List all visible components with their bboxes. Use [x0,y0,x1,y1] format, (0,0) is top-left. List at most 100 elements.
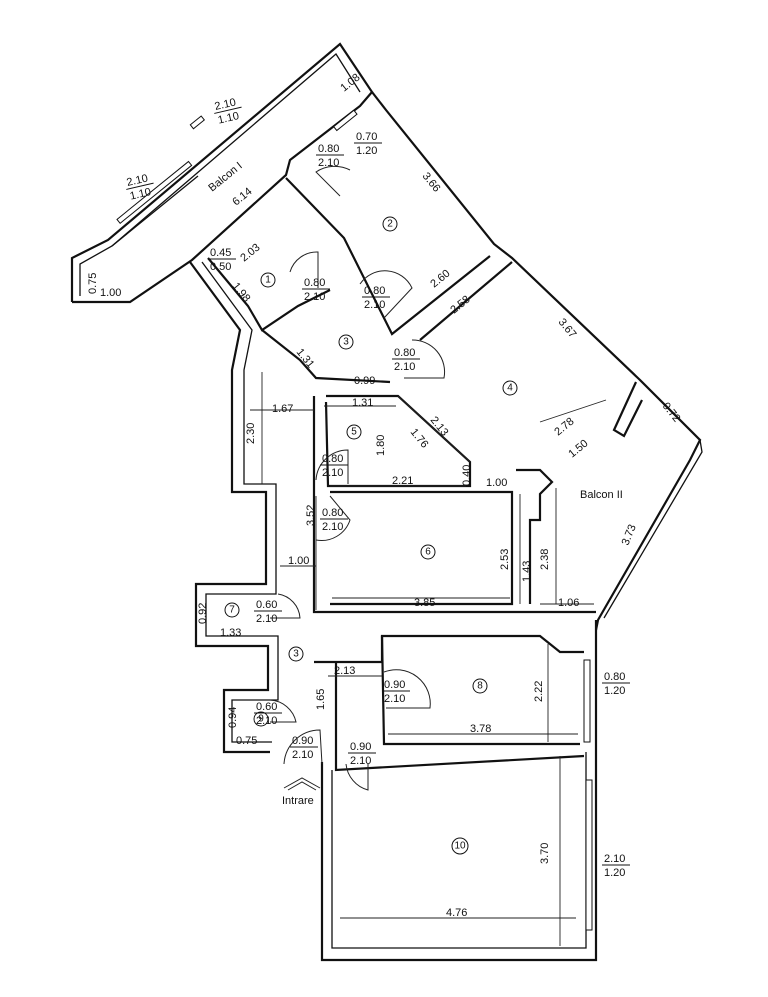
dim-1-31: 1.31 [352,397,373,409]
room-2-marker: 2 [382,216,398,232]
dim-3-70: 3.70 [539,843,551,864]
dim-1-50: 1.50 [566,438,590,461]
svg-text:0.90: 0.90 [384,679,405,691]
dim-2-53: 2.53 [499,549,511,570]
left-outline [189,261,270,754]
balcon-1-label: Balcon I [206,160,244,194]
svg-text:1.10: 1.10 [129,186,153,203]
opening-entrance-door: 0.90 2.10 [290,735,318,761]
dim-2-78: 2.78 [552,416,576,439]
dim-3-73: 3.73 [620,523,639,547]
dim-1-00-hall: 1.00 [288,555,309,567]
intrare-label: Intrare [282,795,314,807]
dim-1-76: 1.76 [408,426,431,450]
svg-text:0.80: 0.80 [322,507,343,519]
svg-text:2.10: 2.10 [322,467,343,479]
dim-2-38: 2.38 [539,549,551,570]
room-9-marker: 9 [253,711,269,727]
room-10-marker: 10 [451,837,469,855]
room-5-marker: 5 [346,424,362,440]
room-4-number: 4 [507,383,513,394]
svg-text:2.10: 2.10 [126,172,150,189]
room-3b-marker: 3 [288,646,304,662]
svg-text:0.60: 0.60 [256,599,277,611]
opening-door-room-1: 0.80 2.10 [302,277,330,303]
opening-balcon-1-left: 2.10 1.10 [126,172,154,203]
door-room-2b [359,270,413,319]
room-8-marker: 8 [472,678,488,694]
opening-door-room-9: 0.60 2.10 [254,701,282,727]
entrance-arrow [283,777,321,789]
room-8-number: 8 [477,681,483,692]
dim-2-60: 2.60 [428,268,452,291]
room-5-number: 5 [351,427,357,438]
opening-door-room-8: 0.90 2.10 [382,679,410,705]
dim-6-14: 6.14 [230,186,254,209]
opening-door-room-10: 0.90 2.10 [348,741,376,767]
svg-text:0.80: 0.80 [604,671,625,683]
opening-window-room-2: 0.70 1.20 [354,131,382,157]
room-7-number: 7 [229,605,235,616]
room-4-marker: 4 [502,380,518,396]
dim-0-40: 0.40 [461,465,473,486]
svg-text:2.10: 2.10 [256,715,277,727]
dim-2-03: 2.03 [238,242,262,265]
dim-1-43: 1.43 [521,561,533,582]
dim-2-21: 2.21 [392,475,413,487]
dim-1-00: 1.00 [100,287,121,299]
opening-window-room-8: 0.80 1.20 [602,671,630,697]
dim-1-06: 1.06 [558,597,579,609]
svg-text:2.10: 2.10 [292,749,313,761]
dim-4-76: 4.76 [446,907,467,919]
svg-text:0.80: 0.80 [322,453,343,465]
dim-3-52: 3.52 [305,505,317,526]
dim-2-30: 2.30 [245,423,257,444]
svg-text:2.10: 2.10 [214,96,238,113]
svg-text:2.10: 2.10 [318,157,339,169]
dim-0-72: 0.72 [660,400,683,424]
room-3b-number: 3 [293,649,299,660]
balcon-1-outline [70,42,374,304]
svg-text:0.70: 0.70 [356,131,377,143]
svg-text:0.80: 0.80 [364,285,385,297]
dim-1-00-b6: 1.00 [486,477,507,489]
room-10-number: 10 [454,841,466,852]
upper-outline [371,91,702,631]
svg-text:2.10: 2.10 [350,755,371,767]
dimension-lines [250,372,607,946]
opening-door-room-6: 0.80 2.10 [320,507,348,533]
opening-window-room-1: 0.45 0.50 [208,247,236,273]
svg-text:0.45: 0.45 [210,247,231,259]
door-room-9 [269,699,297,723]
opening-labels: 2.10 1.10 2.10 1.10 0.70 1.20 0.80 2.10 … [126,96,630,879]
door-room-10 [345,763,369,791]
svg-text:0.80: 0.80 [304,277,325,289]
dim-0-94: 0.94 [227,707,239,728]
dim-3-67: 3.67 [556,316,579,340]
room-6-number: 6 [425,547,431,558]
dim-0-92: 0.92 [197,603,209,624]
window-balcon-1-c [332,109,358,132]
door-room-8 [383,669,431,709]
opening-door-room-5: 0.80 2.10 [320,453,348,479]
windows [116,109,593,931]
opening-balcon-1-top: 2.10 1.10 [214,96,242,127]
dim-1-98: 1.98 [230,280,253,304]
opening-door-room-2-balcony: 0.80 2.10 [316,143,344,169]
room-numbers: 1 2 3 3 4 5 6 7 8 9 10 [224,216,518,855]
window-room-10 [585,779,593,931]
room-1-marker: 1 [260,272,276,288]
svg-text:2.10: 2.10 [256,613,277,625]
svg-text:0.60: 0.60 [256,701,277,713]
window-room-8 [583,659,591,743]
room-6-marker: 6 [420,544,436,560]
svg-text:2.10: 2.10 [322,521,343,533]
dim-3-85: 3.85 [414,597,435,609]
door-room-6 [315,495,351,541]
svg-text:0.80: 0.80 [394,347,415,359]
svg-text:0.90: 0.90 [292,735,313,747]
svg-text:2.10: 2.10 [384,693,405,705]
room-9-number: 9 [258,714,264,725]
dim-0-99: 0.99 [354,375,375,387]
outer-walls [70,42,703,962]
